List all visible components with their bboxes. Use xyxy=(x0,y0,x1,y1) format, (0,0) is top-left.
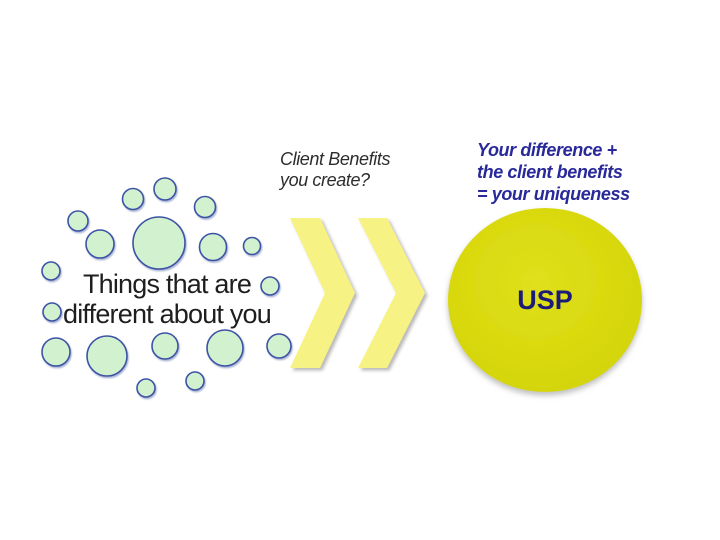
double-chevron-arrow-icon xyxy=(290,218,425,368)
difference-bubble xyxy=(266,333,292,359)
difference-bubble xyxy=(41,261,61,281)
uniqueness-note: Your difference + the client benefits = … xyxy=(477,139,630,205)
cluster-label: Things that are different about you xyxy=(38,269,296,329)
uniqueness-line3: = your uniqueness xyxy=(477,184,630,204)
client-benefits-note: Client Benefits you create? xyxy=(280,149,390,191)
difference-bubble xyxy=(121,187,145,211)
difference-bubble xyxy=(136,378,156,398)
difference-bubble xyxy=(260,276,280,296)
difference-bubble xyxy=(85,229,115,259)
difference-bubble xyxy=(41,337,71,367)
difference-bubble xyxy=(185,371,205,391)
uniqueness-line1: Your difference + xyxy=(477,140,617,160)
difference-bubble xyxy=(86,335,128,377)
chevron-icon xyxy=(358,218,425,368)
difference-bubble xyxy=(193,195,217,219)
cluster-label-line2: different about you xyxy=(63,299,272,329)
difference-bubble xyxy=(42,302,62,322)
difference-bubble xyxy=(67,210,89,232)
difference-bubble xyxy=(151,332,179,360)
difference-bubble-cluster xyxy=(41,177,292,398)
cluster-label-line1: Things that are xyxy=(82,269,252,299)
difference-bubble xyxy=(198,232,228,262)
usp-circle-shape xyxy=(448,208,642,392)
difference-bubble xyxy=(132,216,186,270)
usp-label: USP xyxy=(517,285,573,315)
usp-ellipse xyxy=(448,208,642,392)
difference-bubble xyxy=(242,236,262,256)
difference-bubble xyxy=(206,329,244,367)
uniqueness-line2: the client benefits xyxy=(477,162,623,182)
client-benefits-line1: Client Benefits xyxy=(280,149,391,169)
client-benefits-line2: you create? xyxy=(280,170,370,190)
difference-bubble xyxy=(153,177,177,201)
chevron-icon xyxy=(290,218,355,368)
